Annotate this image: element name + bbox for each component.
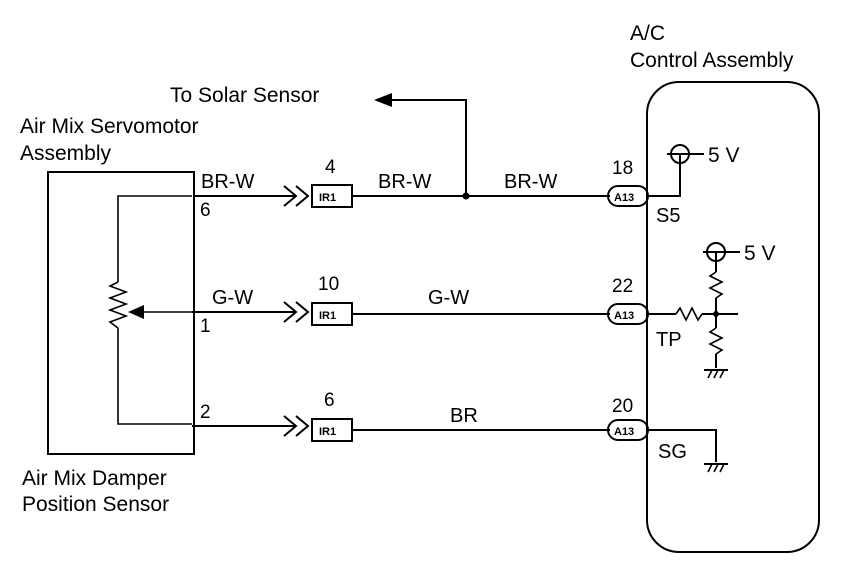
wire-g-w: [192, 301, 610, 323]
ir1-label: IR1: [319, 426, 336, 438]
supply-5v-label-2: 5 V: [744, 242, 776, 265]
wire-label-mid-right: G-W: [428, 287, 469, 309]
sensor-title-line-1: Air Mix Damper: [22, 467, 167, 490]
a13-label: A13: [614, 310, 634, 322]
ir1-pin-number: 6: [324, 390, 335, 411]
wire-label-top-right: BR-W: [504, 171, 557, 193]
connector-a13-pin-18: 18 A13: [607, 158, 649, 207]
a13-pin-number: 20: [612, 396, 633, 417]
supply-5v-symbol-2: [703, 242, 740, 262]
terminal-s5: S5: [656, 205, 680, 227]
wire-label-bottom: BR: [450, 405, 478, 427]
a13-label: A13: [614, 192, 634, 204]
servo-pin-1: 1: [200, 316, 211, 337]
solar-arrow-icon: [374, 93, 392, 107]
tp-input-circuit: [648, 252, 738, 379]
wiper-arrow-icon: [128, 305, 144, 319]
wire-label-top-mid: BR-W: [378, 171, 431, 193]
ir1-label: IR1: [319, 192, 336, 204]
connector-a13-pin-22: 22 A13: [607, 276, 649, 325]
connector-ir1-pin-10: 10 IR1: [311, 274, 353, 326]
supply-5v-symbol-1: [667, 144, 704, 164]
servo-pin-2: 2: [200, 402, 211, 423]
terminal-tp: TP: [656, 329, 682, 351]
ir1-pin-number: 4: [325, 157, 336, 178]
servo-title-line-2: Assembly: [20, 142, 112, 165]
sensor-title-line-2: Position Sensor: [22, 493, 169, 516]
wire-br: [192, 415, 610, 437]
servo-title-line-1: Air Mix Servomotor: [20, 115, 199, 138]
ground-icon: [704, 369, 728, 379]
wire-label-top-left: BR-W: [201, 171, 254, 193]
ir1-label: IR1: [319, 310, 336, 322]
a13-pin-number: 18: [612, 158, 633, 179]
a13-pin-number: 22: [612, 276, 633, 297]
wire-br-w: [194, 93, 610, 207]
connector-ir1-pin-6: 6 IR1: [311, 390, 353, 442]
ir1-pin-number: 10: [318, 274, 339, 295]
servo-pin-6: 6: [200, 200, 211, 221]
servomotor-assembly-box: [47, 171, 195, 455]
connector-a13-pin-20: 20 A13: [607, 396, 649, 441]
supply-5v-label-1: 5 V: [708, 144, 740, 167]
ac-title-line-2: Control Assembly: [630, 49, 794, 72]
ground-icon: [704, 463, 728, 473]
terminal-sg: SG: [658, 441, 687, 463]
wire-label-mid-left: G-W: [212, 287, 253, 309]
a13-label: A13: [614, 426, 634, 438]
connector-ir1-pin-4: 4 IR1: [311, 157, 353, 208]
ac-title-line-1: A/C: [630, 22, 665, 45]
position-sensor-potentiometer: [107, 195, 192, 425]
solar-sensor-label: To Solar Sensor: [170, 84, 319, 107]
